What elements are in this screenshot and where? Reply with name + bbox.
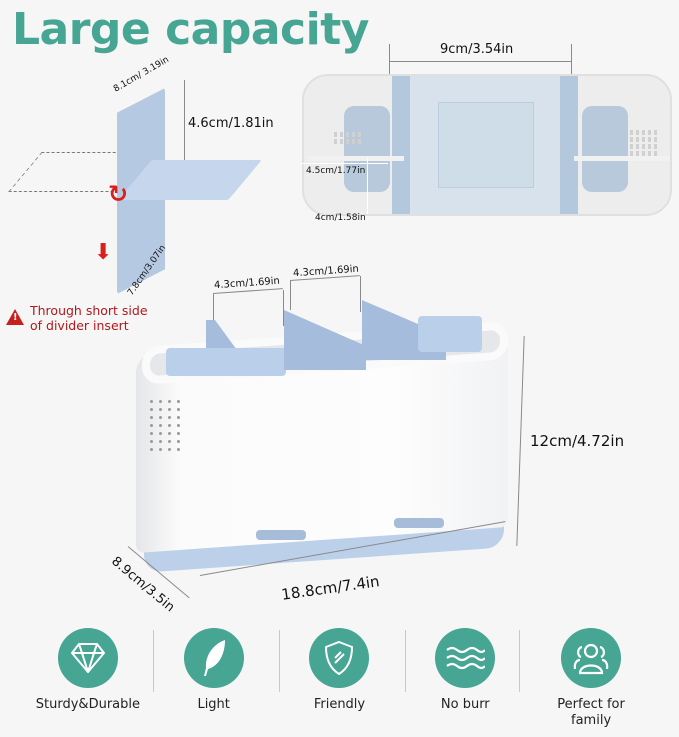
warning-line-2: of divider insert (30, 318, 129, 333)
feature-separator (153, 630, 154, 692)
feature-separator (519, 630, 520, 692)
warning-line-1: Through short side (30, 303, 148, 318)
feature-label: No burr (440, 697, 490, 712)
feature-list: Sturdy&Durable Light Friendly No burr (0, 628, 679, 737)
feature-friendly: Friendly (284, 628, 394, 737)
feature-label: Friendly (313, 697, 366, 712)
feature-light: Light (159, 628, 269, 737)
warning-icon: ! (6, 309, 24, 325)
feather-icon (183, 628, 244, 688)
rotate-arrow-icon: ↻ (108, 180, 129, 208)
feature-no-burr: No burr (410, 628, 520, 737)
divider-height-label: 4.6cm/1.81in (188, 116, 274, 131)
top-view-tray (302, 74, 672, 216)
feature-family: Perfect for family (536, 628, 646, 737)
holder-side-vents (150, 400, 181, 451)
feature-sturdy: Sturdy&Durable (33, 628, 143, 737)
feature-separator (405, 630, 406, 692)
height-label: 12cm/4.72in (530, 432, 625, 450)
top-view-side-width-label: 4.5cm/1.77in (306, 166, 366, 176)
top-view-right-tick (571, 44, 572, 78)
page-title: Large capacity (12, 4, 369, 55)
feature-label: Sturdy&Durable (35, 697, 140, 712)
top-view-center-width-label: 9cm/3.54in (440, 42, 514, 57)
height-dimension-line (516, 336, 525, 546)
tray-vents-right (630, 130, 657, 156)
top-view-side-depth-label: 4cm/1.58in (315, 213, 366, 223)
divider-top-width-label: 8.1cm/ 3.19in (112, 54, 171, 95)
feature-label: Perfect for family (557, 697, 625, 728)
divider-panel-back (418, 316, 482, 352)
length-label: 18.8cm/7.4in (280, 572, 381, 604)
feature-separator (279, 630, 280, 692)
family-icon (561, 628, 622, 688)
feature-label: Light (197, 697, 230, 712)
tray-center-compartment (392, 76, 578, 214)
down-arrow-icon: ⬇ (94, 240, 113, 265)
toothbrush-holder-product (136, 300, 510, 573)
top-view-width-line (389, 61, 571, 62)
shield-icon (309, 628, 370, 688)
tray-vents-left (334, 132, 361, 144)
diamond-icon (57, 628, 118, 688)
divider-panel-front (166, 348, 286, 376)
slot-2-width-label: 4.3cm/1.69in (292, 263, 360, 280)
waves-icon (435, 628, 496, 688)
divider-height-line (184, 80, 185, 160)
warning-note: ! Through short side of divider insert (6, 303, 148, 333)
